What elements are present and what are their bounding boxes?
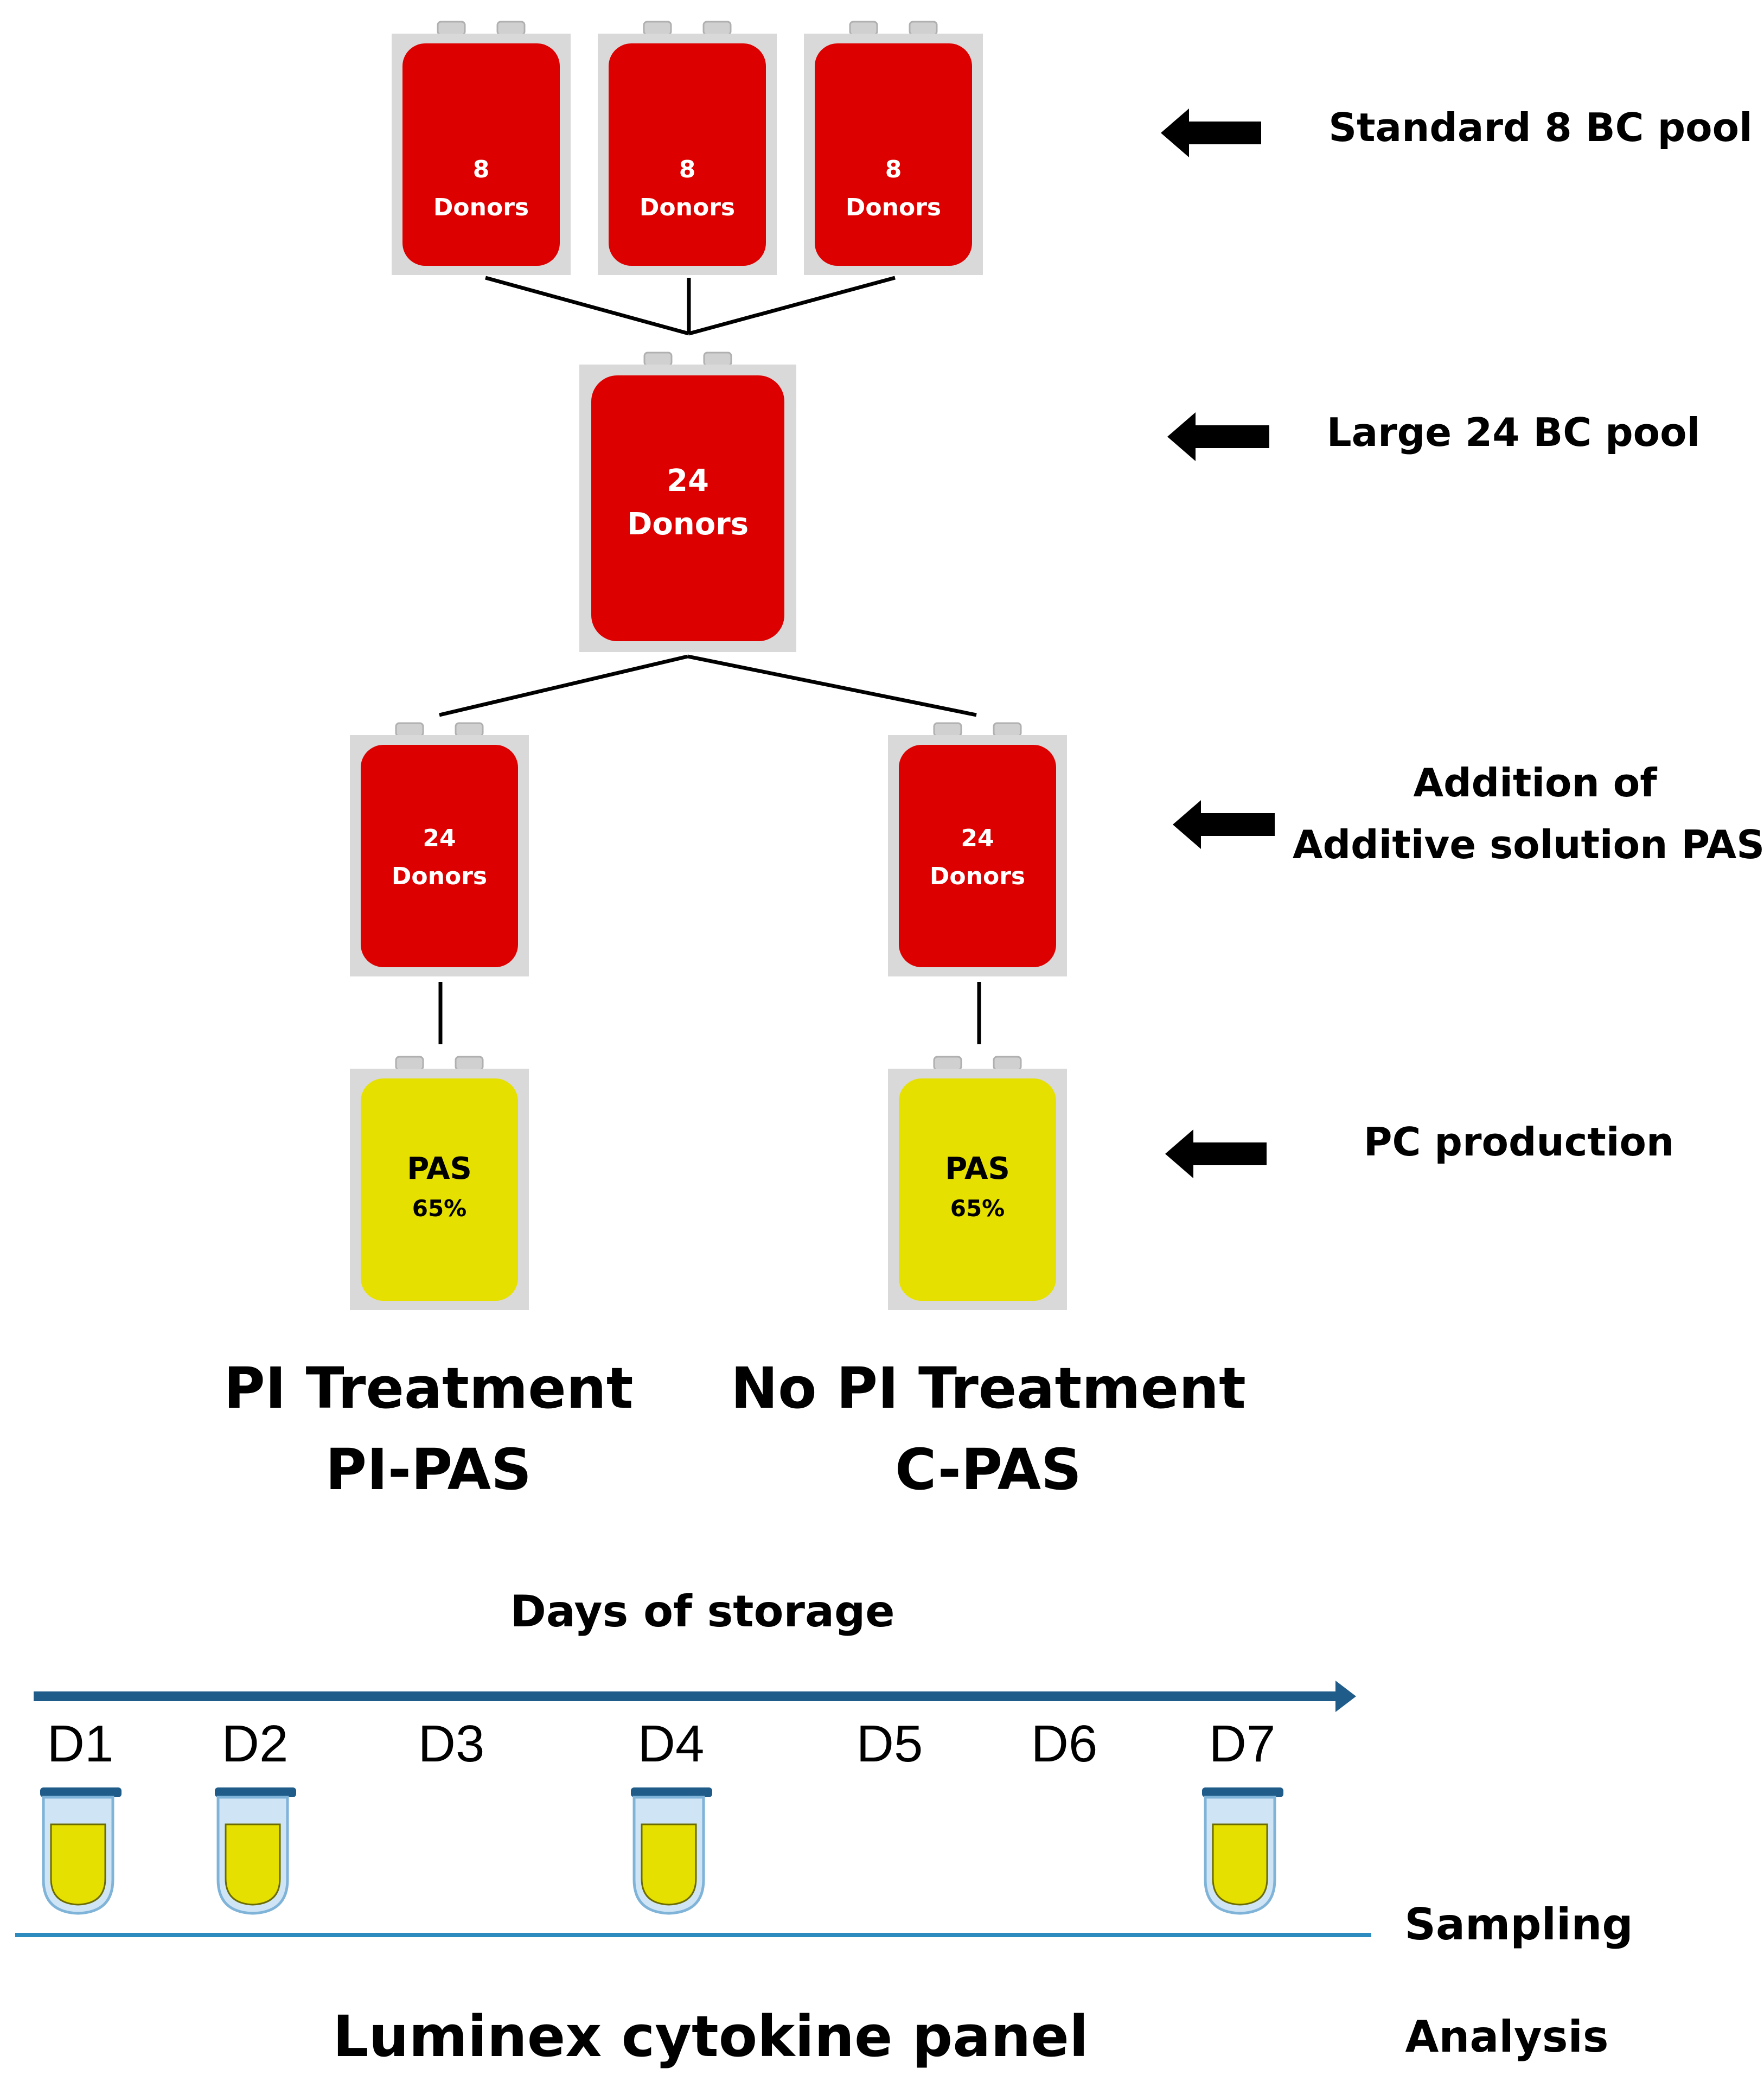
day-label-d2: D2 bbox=[222, 1715, 289, 1773]
bag-8-donors-3: 8 Donors bbox=[804, 21, 983, 275]
arrow-right-icon bbox=[1335, 1681, 1356, 1712]
step-label-addition-line2: Additive solution PAS bbox=[1293, 822, 1764, 867]
bag-8-donors-2: 8 Donors bbox=[598, 21, 777, 275]
timeline-arrow bbox=[34, 1681, 1356, 1712]
split-connector-lines bbox=[439, 654, 977, 717]
bag-count-label: 8 bbox=[679, 156, 696, 183]
arrow-left-icon bbox=[1165, 1129, 1267, 1178]
step-label-addition-line1: Addition of bbox=[1413, 760, 1657, 806]
arrow-left-icon bbox=[1161, 108, 1261, 157]
sampling-label: Sampling bbox=[1404, 1899, 1633, 1950]
bag-count-label: 24 bbox=[423, 825, 456, 852]
day-label-d4: D4 bbox=[638, 1715, 705, 1773]
pas-connector-lines bbox=[438, 982, 981, 1044]
day-label-d1: D1 bbox=[47, 1715, 114, 1773]
pool-connector-lines bbox=[485, 276, 896, 336]
step-label-standard-pool: Standard 8 BC pool bbox=[1328, 105, 1752, 150]
bag-pas-left: PAS 65% bbox=[350, 1056, 529, 1310]
day-label-d3: D3 bbox=[418, 1715, 485, 1773]
sample-tube-icon bbox=[631, 1787, 712, 1913]
bag-donors-label: Donors bbox=[627, 507, 749, 542]
pas-percent-label: 65% bbox=[950, 1195, 1005, 1222]
analysis-label: Analysis bbox=[1405, 2012, 1608, 2062]
bag-count-label: 8 bbox=[473, 156, 490, 183]
bag-donors-label: Donors bbox=[930, 863, 1025, 890]
step-label-large-pool: Large 24 BC pool bbox=[1327, 410, 1701, 455]
day-label-d5: D5 bbox=[857, 1715, 923, 1773]
bag-pas-right: PAS 65% bbox=[888, 1056, 1067, 1310]
step-label-pc-production: PC production bbox=[1364, 1119, 1674, 1165]
day-label-d6: D6 bbox=[1031, 1715, 1098, 1773]
arrow-left-icon bbox=[1173, 800, 1275, 849]
bag-count-label: 24 bbox=[667, 463, 709, 499]
sample-tube-icon bbox=[40, 1787, 122, 1913]
bag-donors-label: Donors bbox=[640, 194, 735, 221]
bag-24-donors-large: 24 Donors bbox=[579, 352, 796, 652]
bag-24-donors-right: 24 Donors bbox=[888, 722, 1067, 976]
bag-donors-label: Donors bbox=[433, 194, 529, 221]
day-labels: D1 D2 D3 D4 D5 D6 D7 bbox=[47, 1715, 1276, 1773]
arrow-left-icon bbox=[1167, 412, 1269, 461]
pas-label: PAS bbox=[407, 1151, 472, 1186]
pas-label: PAS bbox=[945, 1151, 1010, 1186]
group-label-pi-pas: PI-PAS bbox=[325, 1436, 532, 1503]
group-label-pi-treatment: PI Treatment bbox=[223, 1355, 633, 1421]
group-label-c-pas: C-PAS bbox=[895, 1436, 1082, 1503]
luminex-panel-label: Luminex cytokine panel bbox=[333, 2003, 1088, 2070]
sample-tubes bbox=[40, 1787, 1283, 1913]
bag-24-donors-left: 24 Donors bbox=[350, 722, 529, 976]
bag-8-donors-1: 8 Donors bbox=[392, 21, 571, 275]
bag-count-label: 8 bbox=[885, 156, 902, 183]
bag-count-label: 24 bbox=[961, 825, 994, 852]
timeline-title: Days of storage bbox=[510, 1586, 895, 1637]
sample-tube-icon bbox=[215, 1787, 296, 1913]
group-label-no-pi-treatment: No PI Treatment bbox=[731, 1355, 1246, 1421]
day-label-d7: D7 bbox=[1209, 1715, 1276, 1773]
bag-donors-label: Donors bbox=[392, 863, 487, 890]
sample-tube-icon bbox=[1202, 1787, 1283, 1913]
bag-donors-label: Donors bbox=[846, 194, 941, 221]
pas-percent-label: 65% bbox=[412, 1195, 467, 1222]
step-arrows bbox=[1161, 108, 1275, 1178]
